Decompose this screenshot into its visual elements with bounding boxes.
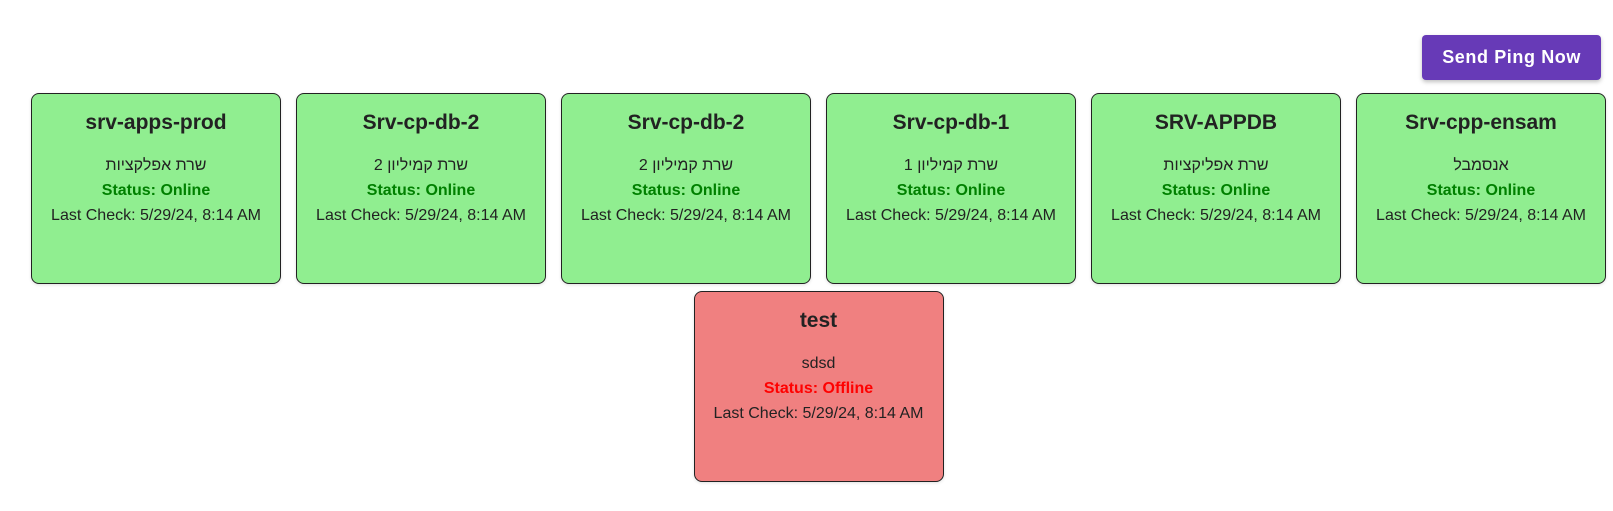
server-card: Srv-cp-db-2 שרת קמיליון 2 Status: Online…: [296, 93, 546, 284]
server-name: Srv-cp-db-1: [892, 111, 1010, 134]
server-status: Status: Online: [101, 182, 211, 199]
server-card: test sdsd Status: Offline Last Check: 5/…: [693, 291, 944, 482]
server-description: שרת קמיליון 2: [373, 157, 469, 174]
server-card: Srv-cp-db-1 שרת קמיליון 1 Status: Online…: [826, 93, 1076, 284]
server-name: test: [799, 309, 838, 332]
send-ping-button[interactable]: Send Ping Now: [1422, 35, 1601, 80]
server-last-check: Last Check: 5/29/24, 8:14 AM: [1111, 207, 1321, 224]
server-status: Status: Online: [1426, 182, 1536, 199]
server-card: Srv-cp-db-2 שרת קמיליון 2 Status: Online…: [561, 93, 811, 284]
server-name: Srv-cpp-ensam: [1405, 111, 1557, 134]
server-status: Status: Online: [366, 182, 476, 199]
server-name: SRV-APPDB: [1154, 111, 1278, 134]
server-name: Srv-cp-db-2: [627, 111, 745, 134]
server-name: srv-apps-prod: [85, 111, 227, 134]
toolbar: Send Ping Now: [1422, 35, 1601, 80]
server-card-grid: srv-apps-prod שרת אפלקציות Status: Onlin…: [30, 93, 1607, 482]
server-card: SRV-APPDB שרת אפליקציות Status: Online L…: [1091, 93, 1341, 284]
server-description: שרת אפליקציות: [1163, 157, 1269, 174]
server-card: Srv-cpp-ensam אנסמבל Status: Online Last…: [1356, 93, 1606, 284]
server-status: Status: Online: [1161, 182, 1271, 199]
server-last-check: Last Check: 5/29/24, 8:14 AM: [316, 207, 526, 224]
server-status: Status: Online: [896, 182, 1006, 199]
server-last-check: Last Check: 5/29/24, 8:14 AM: [846, 207, 1056, 224]
server-name: Srv-cp-db-2: [362, 111, 480, 134]
server-card: srv-apps-prod שרת אפלקציות Status: Onlin…: [31, 93, 281, 284]
server-description: שרת אפלקציות: [105, 157, 207, 174]
server-description: שרת קמיליון 1: [903, 157, 999, 174]
server-last-check: Last Check: 5/29/24, 8:14 AM: [581, 207, 791, 224]
server-last-check: Last Check: 5/29/24, 8:14 AM: [51, 207, 261, 224]
server-description: אנסמבל: [1453, 157, 1509, 174]
server-status: Status: Offline: [763, 380, 874, 397]
server-description: sdsd: [801, 355, 836, 372]
server-last-check: Last Check: 5/29/24, 8:14 AM: [713, 405, 924, 422]
server-description: שרת קמיליון 2: [638, 157, 734, 174]
server-last-check: Last Check: 5/29/24, 8:14 AM: [1376, 207, 1586, 224]
server-status: Status: Online: [631, 182, 741, 199]
